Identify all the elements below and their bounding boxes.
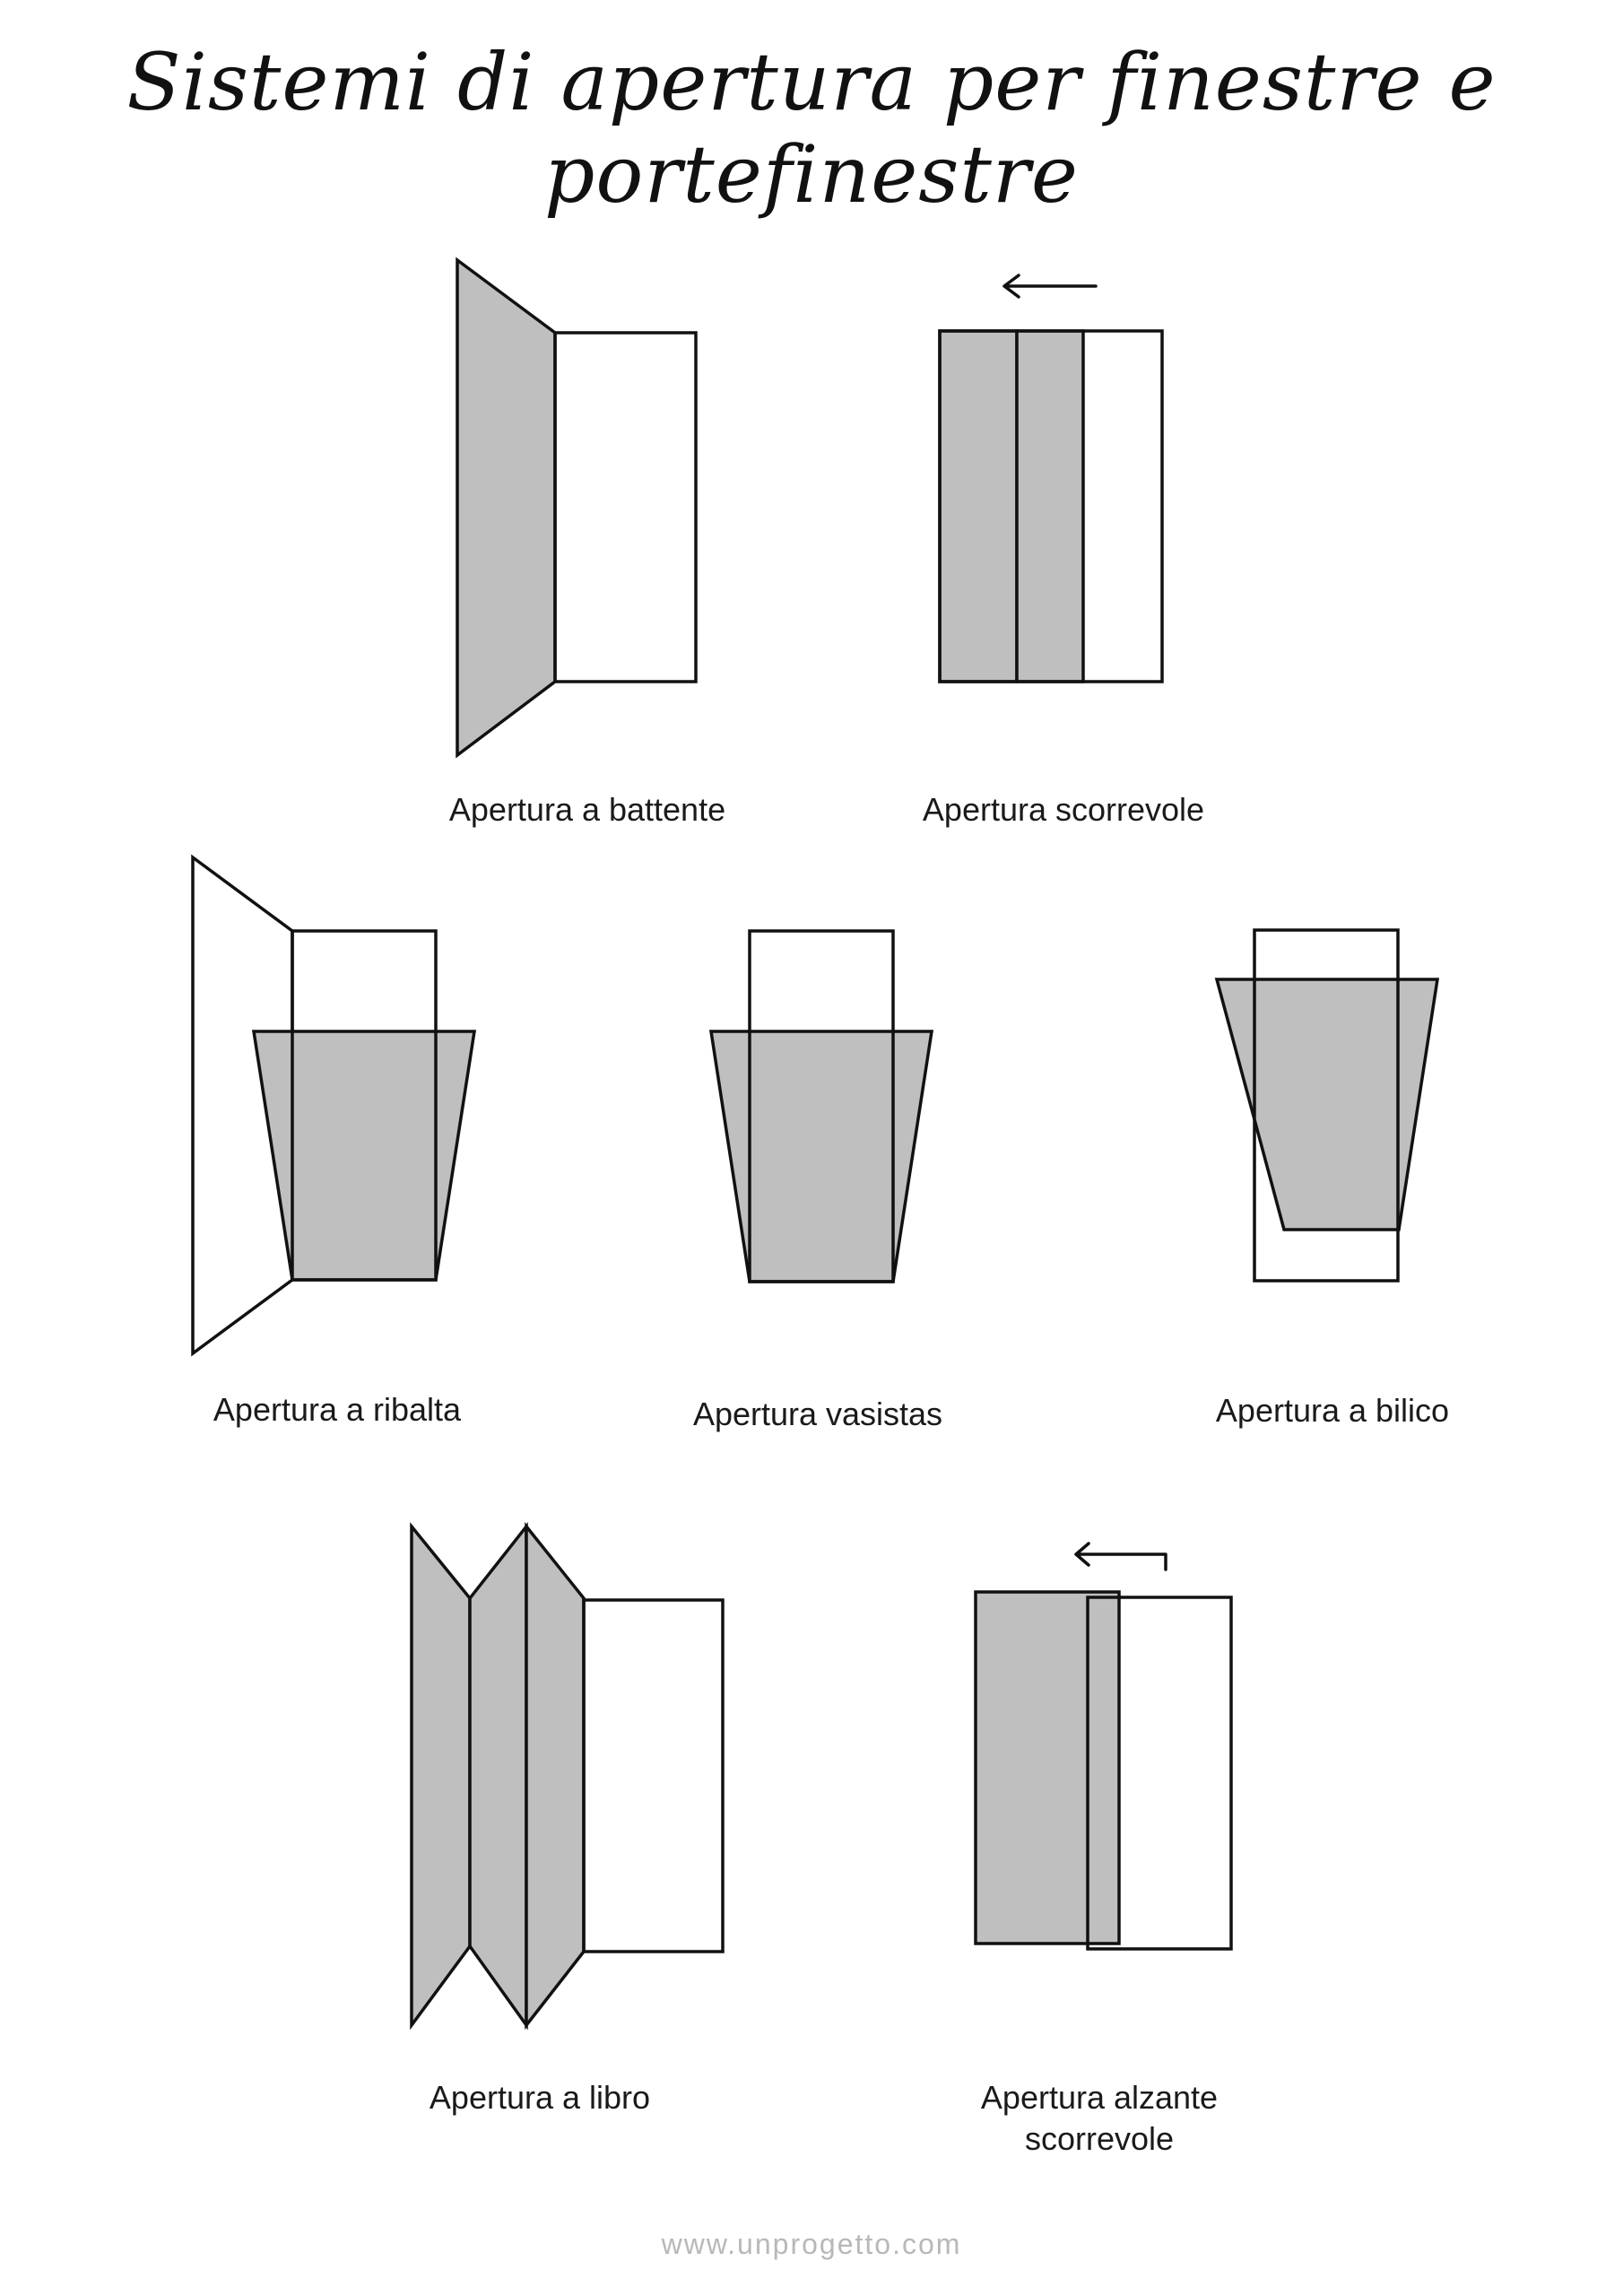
- libro-folding-panel-2: [468, 1521, 528, 2031]
- scorrevole-frame: [938, 329, 1164, 683]
- label-libro: Apertura a libro: [429, 2079, 651, 2116]
- label-battente: Apertura a battente: [448, 791, 726, 828]
- label-bilico: Apertura a bilico: [1215, 1392, 1450, 1429]
- label-ribalta: Apertura a ribalta: [213, 1391, 462, 1428]
- label-scorrevole: Apertura scorrevole: [922, 791, 1205, 828]
- bilico-frame: [1253, 928, 1400, 1283]
- label-alzante-line1: Apertura alzante: [980, 2079, 1219, 2116]
- scorrevole-sliding-panel-1: [938, 329, 1019, 683]
- libro-illustration: [410, 1521, 725, 2031]
- scorrevole-arrow-icon: [1002, 274, 1098, 299]
- libro-frame: [582, 1598, 725, 1953]
- battente-frame: [553, 331, 698, 683]
- ribalta-illustration: [191, 854, 477, 1357]
- alzante-illustration: [974, 1542, 1233, 1951]
- scorrevole-illustration: [938, 274, 1164, 683]
- vasistas-tilted-sash: [708, 1030, 934, 1283]
- vasistas-illustration: [708, 929, 934, 1283]
- libro-folding-panel-3: [525, 1522, 586, 2031]
- page-title: Sistemi di apertura per finestre e porte…: [126, 36, 1497, 221]
- label-vasistas: Apertura vasistas: [692, 1396, 943, 1432]
- battente-illustration: [456, 257, 698, 759]
- alzante-sliding-sash: [974, 1590, 1121, 1945]
- website-footer: www.unprogetto.com: [661, 2228, 962, 2260]
- alzante-frame: [1086, 1596, 1233, 1951]
- scorrevole-sliding-panel-2: [1015, 329, 1085, 683]
- bilico-illustration: [1214, 928, 1440, 1283]
- ribalta-tilted-sash: [251, 1030, 477, 1282]
- battente-open-sash: [456, 257, 557, 759]
- label-alzante-line2: scorrevole: [1024, 2120, 1175, 2157]
- vasistas-frame: [748, 929, 895, 1283]
- bilico-pivot-sash: [1214, 978, 1440, 1231]
- ribalta-frame: [291, 929, 438, 1282]
- libro-folding-panel-1: [410, 1522, 472, 2031]
- alzante-lift-slide-arrow-icon: [1074, 1542, 1167, 1571]
